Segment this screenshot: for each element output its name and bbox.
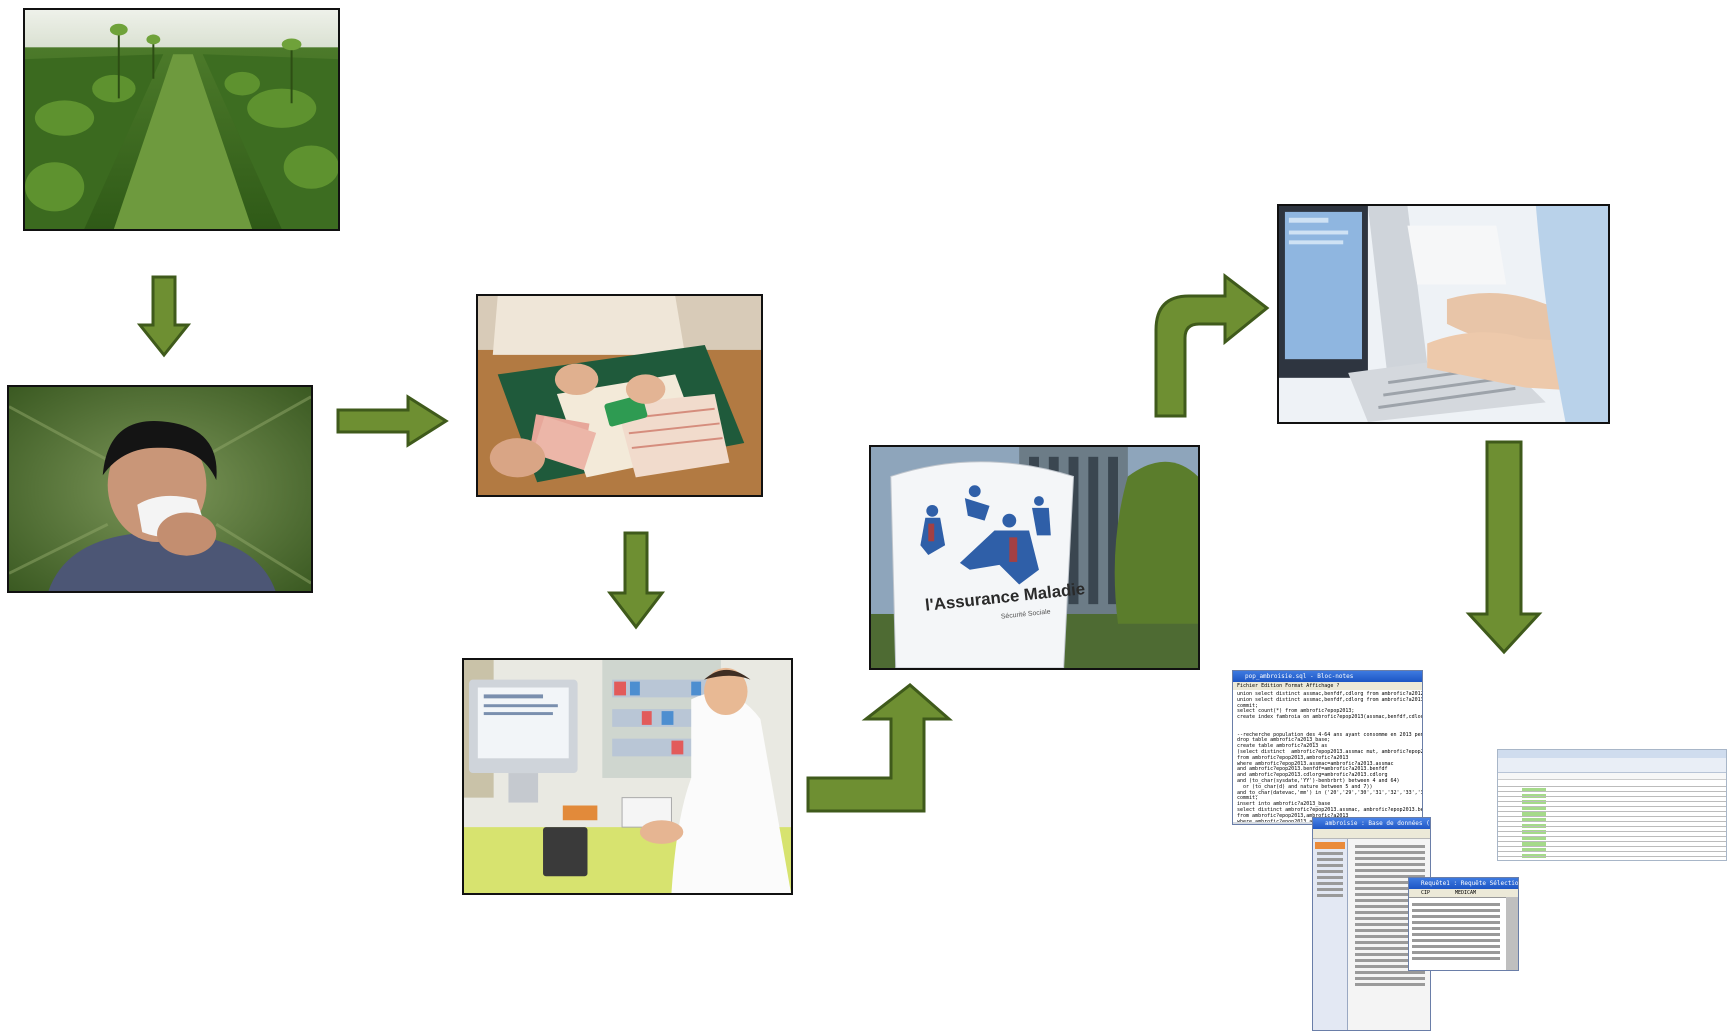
photo-person-sneezing: [7, 385, 313, 593]
screenshot-query-results: Requête1 : Requête Sélection CIP MEDICAM: [1408, 877, 1519, 971]
screenshot-excel-spreadsheet: [1497, 749, 1727, 861]
access-title: ambroisie : Base de données (format Acce…: [1313, 818, 1430, 829]
notepad-menu: Fichier Edition Format Affichage ?: [1233, 682, 1422, 690]
query-col-cip: CIP: [1421, 890, 1431, 896]
photo-typing-computer: [1277, 204, 1610, 424]
notepad-code: union select distinct assmac,benfdf,cdlo…: [1233, 690, 1422, 822]
photo-doctor-prescription: [476, 294, 763, 497]
arrow-pharmacy-to-assurance: [806, 683, 954, 813]
photo-crops-field: [23, 8, 340, 231]
query-title: Requête1 : Requête Sélection: [1409, 878, 1518, 889]
arrow-sneeze-to-doctor: [336, 394, 449, 448]
notepad-title: pop_ambroisie.sql - Bloc-notes: [1233, 671, 1422, 682]
arrow-doctor-to-pharmacy: [606, 531, 666, 630]
photo-assurance-maladie-building: l'Assurance Maladie Sécurité Sociale: [869, 445, 1200, 670]
query-col-medicam: MEDICAM: [1455, 890, 1477, 896]
photo-pharmacy-counter: [462, 658, 793, 895]
arrow-computer-to-database: [1465, 440, 1543, 655]
screenshot-notepad-sql: pop_ambroisie.sql - Bloc-notes Fichier E…: [1232, 670, 1423, 825]
arrow-assurance-to-computer: [1154, 272, 1270, 418]
arrow-crops-to-sneeze: [136, 275, 192, 358]
